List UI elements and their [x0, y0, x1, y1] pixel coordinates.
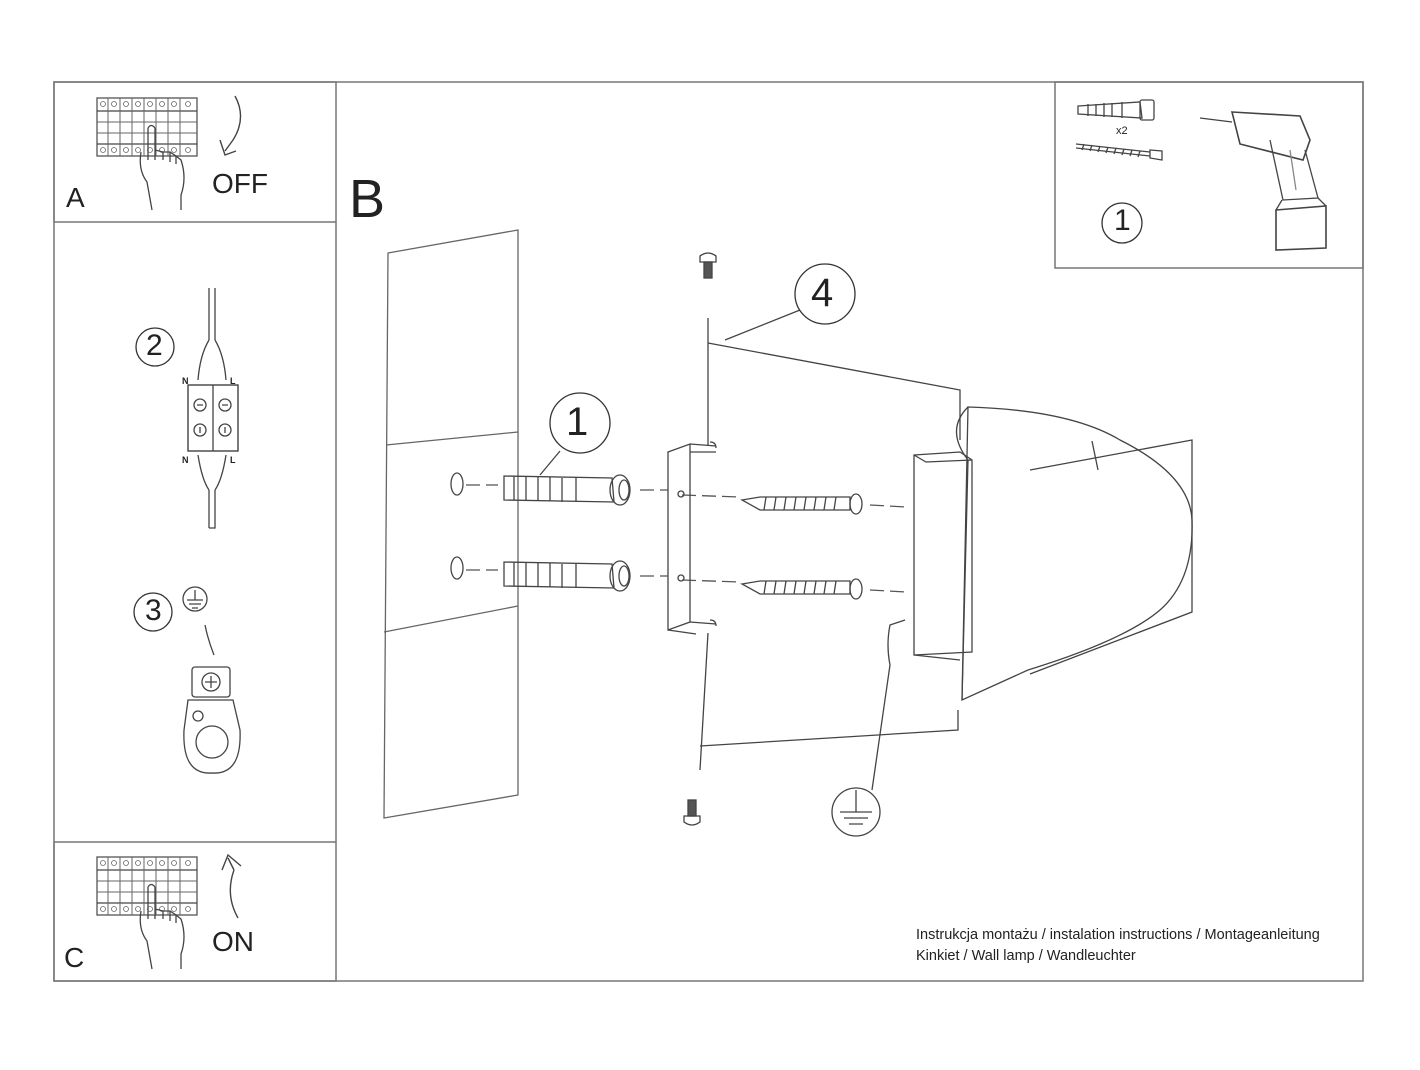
- panel-a-letter: A: [66, 182, 85, 213]
- step-1-anchor-badge: [549, 392, 611, 454]
- bracket-hole: [677, 574, 685, 582]
- panel-a-frame: [53, 81, 337, 223]
- panel-b-letter: B: [349, 169, 386, 229]
- step-4-leader: [724, 309, 801, 341]
- footer-title: Instrukcja montażu / instalation instruc…: [916, 927, 1320, 943]
- ground-wire: [204, 624, 215, 656]
- off-label: OFF: [212, 168, 268, 199]
- step-2-label: 2: [146, 329, 163, 362]
- step-3-badge: [133, 592, 173, 632]
- terminal-block-icon: [187, 288, 239, 529]
- lamp-mount-box: [913, 451, 973, 661]
- ground-wire-main: [871, 619, 906, 791]
- off-arrow-icon: [219, 95, 242, 156]
- wall-surface: [383, 229, 519, 819]
- tools-panel-frame: [1054, 81, 1364, 269]
- step-1-tools-badge: [1101, 202, 1143, 244]
- breaker-panel-on: [96, 856, 198, 916]
- step-1-anchor-label: 1: [566, 400, 589, 444]
- wall-holes: [450, 472, 464, 580]
- bracket-hole: [677, 490, 685, 498]
- on-arrow-icon: [221, 853, 242, 919]
- wall-plug-lower: [503, 560, 631, 592]
- outer-frame: [53, 81, 1364, 982]
- screw-upper: [740, 493, 863, 515]
- ground-symbol-icon: [831, 787, 881, 837]
- on-label: ON: [212, 926, 254, 957]
- drill-icon: [1199, 111, 1327, 251]
- panel-c-frame: [53, 841, 337, 982]
- lamp-fixing-screw-bottom: [683, 799, 701, 826]
- live-label-bottom: L: [230, 455, 236, 465]
- screw-icon: [1075, 143, 1163, 161]
- step-2-badge: [135, 327, 175, 367]
- hand-icon: [139, 883, 185, 970]
- screw-lower: [740, 578, 863, 600]
- step-4-badge: [794, 263, 856, 325]
- breaker-panel-off: [96, 97, 198, 157]
- wall-plug-upper: [503, 474, 631, 506]
- quantity-label: x2: [1116, 125, 1128, 137]
- lamp-shade: [955, 406, 1193, 702]
- dashed-guides: [466, 484, 907, 593]
- neutral-label-bottom: N: [182, 455, 189, 465]
- ground-lug-icon: [183, 666, 241, 774]
- footer-subtitle: Kinkiet / Wall lamp / Wandleuchter: [916, 948, 1136, 964]
- ground-symbol-icon: [182, 586, 208, 612]
- live-label-top: L: [230, 376, 236, 386]
- step-4-label: 4: [811, 271, 834, 315]
- wall-plug-icon: [1077, 99, 1155, 121]
- step-1-leader: [539, 450, 561, 476]
- step-1-tools-label: 1: [1114, 204, 1131, 237]
- hand-icon: [139, 124, 185, 211]
- mounting-bracket: [667, 441, 717, 635]
- panel-c-letter: C: [64, 942, 85, 973]
- step-3-label: 3: [145, 594, 162, 627]
- neutral-label-top: N: [182, 376, 189, 386]
- lamp-fixing-screw-top: [699, 252, 717, 279]
- lamp-back-plate: [699, 318, 961, 771]
